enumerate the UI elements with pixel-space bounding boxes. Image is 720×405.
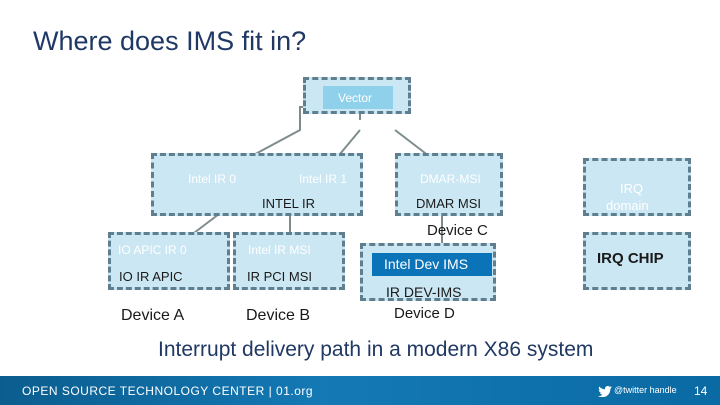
irq-domain-label-2: domain [606,198,649,213]
irq-chip-label: IRQ CHIP [597,250,664,267]
intel-ir-label: INTEL IR [262,196,315,211]
ir-dev-ims-label: IR DEV-IMS [386,284,462,300]
device-b-label: Device B [246,307,311,324]
io-ir-apic-label: IO IR APIC [119,269,183,284]
page-number: 14 [694,384,708,398]
vector-label: Vector [338,91,373,105]
ir-pci-msi-box [233,232,345,290]
device-c-label: Device C [427,222,488,239]
intel-ir-msi-label: Intel IR MSI [248,243,311,257]
io-apic-box [108,232,230,290]
intel-ir1-label: Intel IR 1 [299,172,348,186]
intel-dev-ims-label: Intel Dev IMS [384,256,469,272]
intel-dev-ims-bg [372,253,492,276]
apic-label: APIC [368,116,397,130]
footer-text: OPEN SOURCE TECHNOLOGY CENTER | 01.org [22,384,314,398]
slide-title: Where does IMS fit in? [33,26,307,56]
irq-domain-label-1: IRQ [620,181,644,196]
dmar-msi-box [395,153,503,216]
intel-ir-box [151,153,363,216]
irq-domain-legend [583,158,691,216]
caption: Interrupt delivery path in a modern X86 … [158,338,594,361]
vector-label-bg [323,86,393,109]
twitter-bird-icon [598,384,612,398]
twitter-handle: @twitter handle [614,385,677,395]
dmar-msi-top-label: DMAR-MSI [420,172,481,186]
device-d-label: Device D [394,305,455,322]
irq-chip-legend [583,232,691,290]
device-a-label: Device A [121,307,185,324]
io-apic-ir0-label: IO APIC IR 0 [118,243,187,257]
ir-pci-msi-label: IR PCI MSI [247,269,313,284]
intel-ir0-label: Intel IR 0 [188,172,237,186]
dmar-msi-label: DMAR MSI [416,196,481,211]
